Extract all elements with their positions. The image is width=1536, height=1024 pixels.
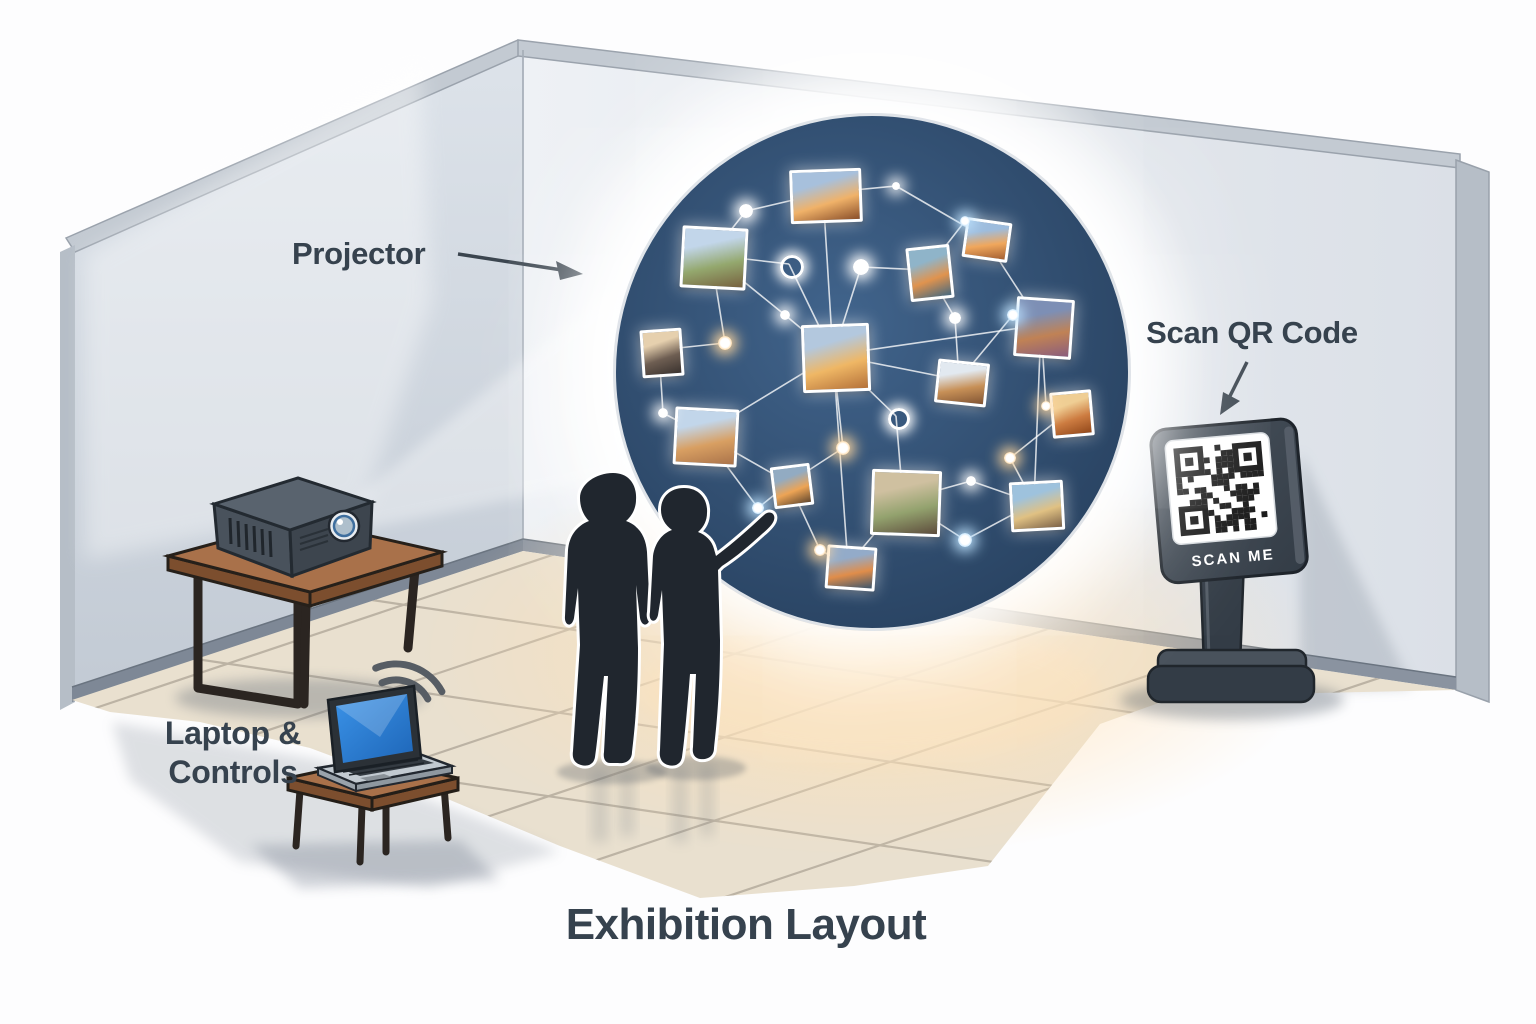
glow-node-13 xyxy=(1004,452,1016,464)
projector-beam xyxy=(355,285,632,530)
glow-node-14 xyxy=(814,544,826,556)
table-leg-frame xyxy=(193,567,303,709)
qr-kiosk: SCAN ME xyxy=(1146,417,1316,704)
glow-node-12 xyxy=(966,476,976,486)
network-photo-3 xyxy=(905,243,955,303)
network-photo-8 xyxy=(1049,389,1095,439)
glow-node-4 xyxy=(853,259,869,275)
network-photo-4 xyxy=(1012,296,1076,360)
scan-qr-arrow xyxy=(1220,361,1249,415)
glow-node-9 xyxy=(888,408,910,430)
network-photo-6 xyxy=(800,322,872,394)
laptop-table-shadow xyxy=(250,840,500,888)
network-photo-12 xyxy=(1008,479,1066,533)
scan-qr-label: Scan QR Code xyxy=(1146,315,1358,350)
wall-light-wedge xyxy=(85,65,432,560)
glow-node-2 xyxy=(960,216,970,226)
glow-node-17 xyxy=(658,408,668,418)
laptop-screen xyxy=(336,694,413,763)
laptop-controls-line1: Laptop & xyxy=(164,715,302,751)
glow-node-6 xyxy=(1007,309,1019,321)
kiosk-wall-shadow xyxy=(1300,452,1412,692)
network-photo-5 xyxy=(639,327,685,379)
glow-node-10 xyxy=(752,502,764,514)
back-wall-side-edge xyxy=(1455,158,1490,704)
projector-arrow xyxy=(457,252,583,280)
glow-node-8 xyxy=(780,310,790,320)
projector xyxy=(209,476,377,579)
network-photo-11 xyxy=(869,468,943,538)
annotation-arrows xyxy=(457,252,1249,415)
person-2-shadow xyxy=(646,756,746,780)
network-photo-1 xyxy=(679,225,749,291)
projector-vents xyxy=(228,517,273,558)
laptop-controls-label: Laptop & Controls xyxy=(126,714,340,792)
kiosk-panel: SCAN ME xyxy=(1149,417,1309,585)
glow-node-7 xyxy=(718,336,732,350)
network-photo-0 xyxy=(789,167,863,225)
kiosk-base xyxy=(1146,664,1316,704)
glow-node-11 xyxy=(836,441,850,455)
projector-label: Projector xyxy=(292,236,426,271)
network-photo-2 xyxy=(961,216,1013,264)
network-photo-7 xyxy=(933,358,991,408)
glow-node-1 xyxy=(892,182,900,190)
glow-node-3 xyxy=(780,255,804,279)
page-title: Exhibition Layout xyxy=(565,900,927,949)
qr-code xyxy=(1173,440,1268,537)
glow-node-16 xyxy=(1041,401,1051,411)
left-wall-side-edge xyxy=(60,245,75,710)
laptop-controls-line2: Controls xyxy=(168,754,298,790)
network-photo-10 xyxy=(769,462,815,510)
glow-node-5 xyxy=(949,312,961,324)
projected-photo-network xyxy=(613,113,1131,631)
laptop xyxy=(313,684,457,793)
floor-glow-core xyxy=(640,620,1100,760)
network-photo-9 xyxy=(672,406,740,468)
network-photo-13 xyxy=(824,544,878,592)
glow-node-15 xyxy=(958,533,972,547)
glow-node-0 xyxy=(739,204,753,218)
